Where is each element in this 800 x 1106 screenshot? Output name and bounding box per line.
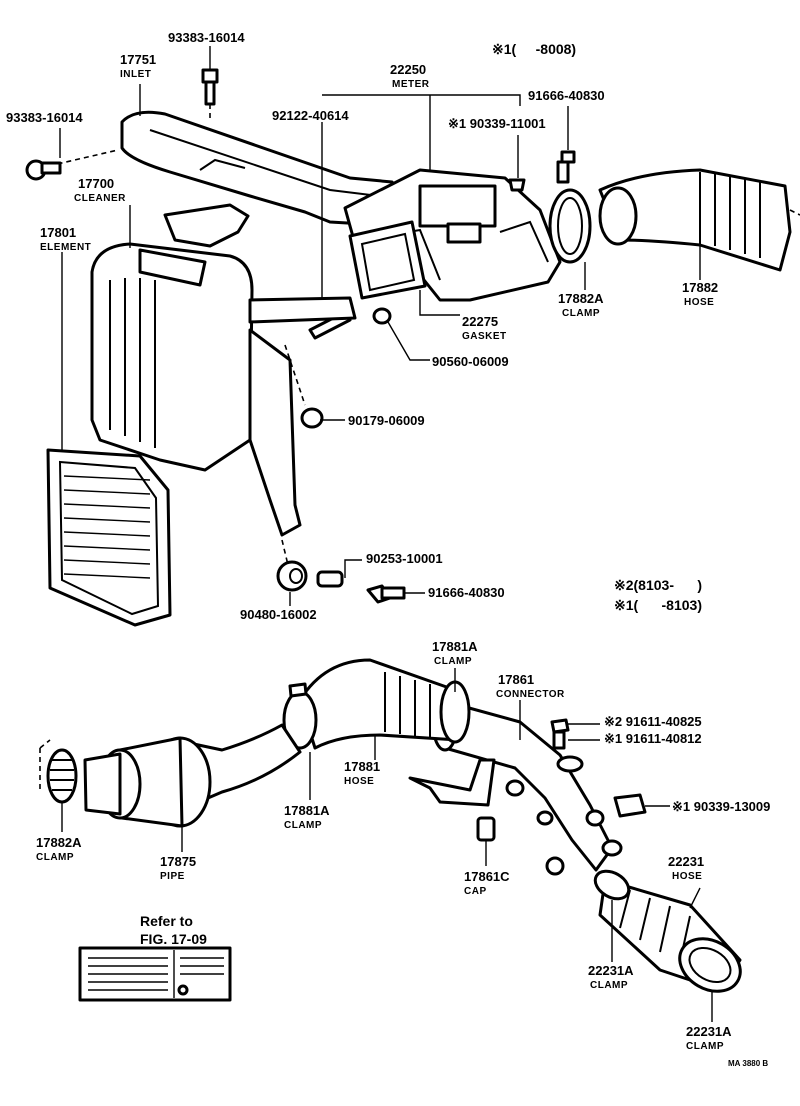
part-name-connector: CONNECTOR	[496, 689, 565, 700]
serial-note-top: ※1( -8008)	[492, 41, 576, 57]
part-name-clamp-lower: CLAMP	[36, 852, 74, 863]
part-number-22250: 22250	[390, 62, 426, 77]
part-name-clamp-17881A-lower: CLAMP	[284, 820, 322, 831]
part-name-clamp-22231A-upper: CLAMP	[590, 980, 628, 991]
part-name-cap: CAP	[464, 886, 487, 897]
part-number-17861C: 17861C	[464, 869, 510, 884]
part-name-gasket: GASKET	[462, 331, 507, 342]
part-number-90560: 90560-06009	[432, 354, 509, 369]
screw-drawing-top	[508, 150, 576, 192]
part-number-17875: 17875	[160, 854, 196, 869]
part-number-17882A-top: 17882A	[558, 291, 604, 306]
part-number-22231: 22231	[668, 854, 704, 869]
hose-drawing-lower	[593, 869, 742, 993]
label-reference-drawing	[78, 946, 232, 1002]
part-number-91611-40825: ※2 91611-40825	[604, 714, 702, 729]
part-number-90339-13009: ※1 90339-13009	[672, 799, 770, 814]
serial-note-mid-1: ※2(8103- )	[614, 577, 702, 593]
part-number-17861: 17861	[498, 672, 534, 687]
part-name-hose-lower: HOSE	[672, 871, 702, 882]
part-name-cleaner: CLEANER	[74, 193, 126, 204]
part-number-90253: 90253-10001	[366, 551, 443, 566]
grommet-drawing-lower	[276, 560, 308, 592]
part-name-clamp-top: CLAMP	[562, 308, 600, 319]
part-number-91611-40812: ※1 91611-40812	[604, 731, 702, 746]
part-number-90339-11001: ※1 90339-11001	[448, 116, 546, 131]
part-number-91666-top: 91666-40830	[528, 88, 605, 103]
part-number-90480: 90480-16002	[240, 607, 317, 622]
part-number-92122: 92122-40614	[272, 108, 349, 123]
bolt-drawing-top	[201, 68, 219, 122]
part-name-clamp-22231A-lower: CLAMP	[686, 1041, 724, 1052]
part-name-hose-top: HOSE	[684, 297, 714, 308]
part-number-90179: 90179-06009	[348, 413, 425, 428]
part-number-22275: 22275	[462, 314, 498, 329]
leader-lines	[59, 46, 713, 1022]
part-number-17751: 17751	[120, 52, 156, 67]
hose-drawing-top	[598, 168, 800, 272]
part-name-meter: METER	[392, 79, 430, 90]
air-filter-element-drawing	[46, 448, 172, 627]
part-number-17881A-top: 17881A	[432, 639, 478, 654]
collar-drawing	[316, 570, 406, 604]
part-number-22231A-lower: 22231A	[686, 1024, 732, 1039]
nut-drawing	[372, 307, 392, 325]
part-number-17881: 17881	[344, 759, 380, 774]
part-name-inlet: INLET	[120, 69, 151, 80]
part-number-91666-lower: 91666-40830	[428, 585, 505, 600]
drawing-code: MA 3880 B	[728, 1059, 768, 1068]
part-name-pipe: PIPE	[160, 871, 185, 882]
connector-screws-drawing	[476, 718, 647, 876]
pipe-drawing	[39, 723, 302, 828]
refer-note-line1: Refer to	[140, 913, 193, 929]
air-cleaner-drawing	[90, 203, 357, 566]
part-number-17882: 17882	[682, 280, 718, 295]
part-number-17882A-lower: 17882A	[36, 835, 82, 850]
serial-note-mid-2: ※1( -8103)	[614, 597, 702, 613]
part-name-element: ELEMENT	[40, 242, 91, 253]
part-number-17881A-lower: 17881A	[284, 803, 330, 818]
gasket-drawing	[348, 220, 427, 300]
clamp-drawing-top	[548, 188, 592, 264]
grommet-drawing	[300, 407, 324, 429]
hose-drawing-middle	[282, 658, 471, 750]
part-name-hose-middle: HOSE	[344, 776, 374, 787]
part-number-93383-top: 93383-16014	[168, 30, 245, 45]
part-number-93383-left: 93383-16014	[6, 110, 83, 125]
refer-note-line2: FIG. 17-09	[140, 931, 207, 947]
bolt-drawing-left	[25, 159, 62, 181]
part-name-clamp-17881A-top: CLAMP	[434, 656, 472, 667]
part-number-17700: 17700	[78, 176, 114, 191]
part-number-22231A-upper: 22231A	[588, 963, 634, 978]
part-number-17801: 17801	[40, 225, 76, 240]
